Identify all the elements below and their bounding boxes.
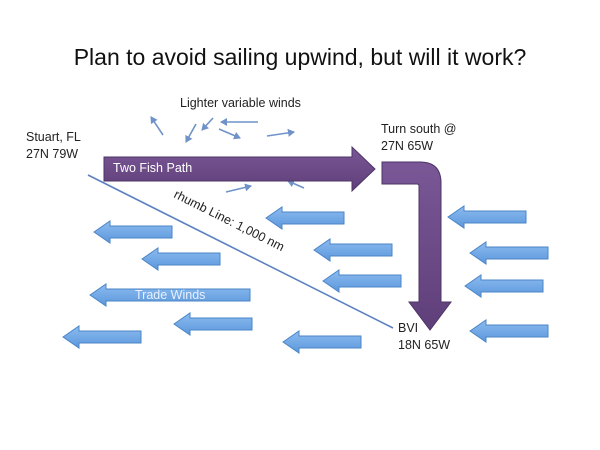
bvi-name-label: BVI xyxy=(398,321,419,335)
trade-wind-arrow xyxy=(282,330,362,354)
turn-coords-label: 27N 65W xyxy=(381,139,434,153)
trade-wind-arrow xyxy=(173,312,253,336)
variable-wind-arrow xyxy=(287,179,305,189)
variable-wind-arrow xyxy=(266,128,295,137)
trade-wind-arrow xyxy=(62,325,142,349)
two-fish-path-label: Two Fish Path xyxy=(113,161,193,175)
trade-wind-arrow xyxy=(141,247,221,271)
trade-wind-arrow xyxy=(447,205,527,229)
variable-wind-arrow xyxy=(218,128,241,140)
trade-wind-arrow xyxy=(322,269,402,293)
variable-wind-arrow xyxy=(150,116,164,136)
lighter-winds-label: Lighter variable winds xyxy=(180,96,301,110)
stuart-coords-label: 27N 79W xyxy=(26,147,79,161)
turn-south-label: Turn south @ xyxy=(381,122,457,136)
trade-wind-arrow xyxy=(265,206,345,230)
variable-wind-arrow xyxy=(201,117,214,131)
stuart-name-label: Stuart, FL xyxy=(26,130,81,144)
trade-wind-arrow xyxy=(89,283,251,307)
trade-wind-arrows xyxy=(62,205,549,354)
turn-south-arrow xyxy=(381,161,452,331)
trade-wind-arrow xyxy=(469,241,549,265)
rhumb-line xyxy=(87,174,394,329)
two-fish-path-arrow xyxy=(103,145,376,193)
variable-wind-arrow xyxy=(225,183,252,193)
variable-wind-arrow xyxy=(185,123,197,143)
variable-winds-arrows xyxy=(150,116,305,193)
slide-title: Plan to avoid sailing upwind, but will i… xyxy=(73,44,527,70)
trade-wind-arrow xyxy=(469,319,549,343)
trade-winds-label: Trade Winds xyxy=(135,288,206,302)
trade-wind-arrow xyxy=(93,220,173,244)
bvi-coords-label: 18N 65W xyxy=(398,338,451,352)
trade-wind-arrow xyxy=(313,238,393,262)
trade-wind-arrow xyxy=(464,274,544,298)
